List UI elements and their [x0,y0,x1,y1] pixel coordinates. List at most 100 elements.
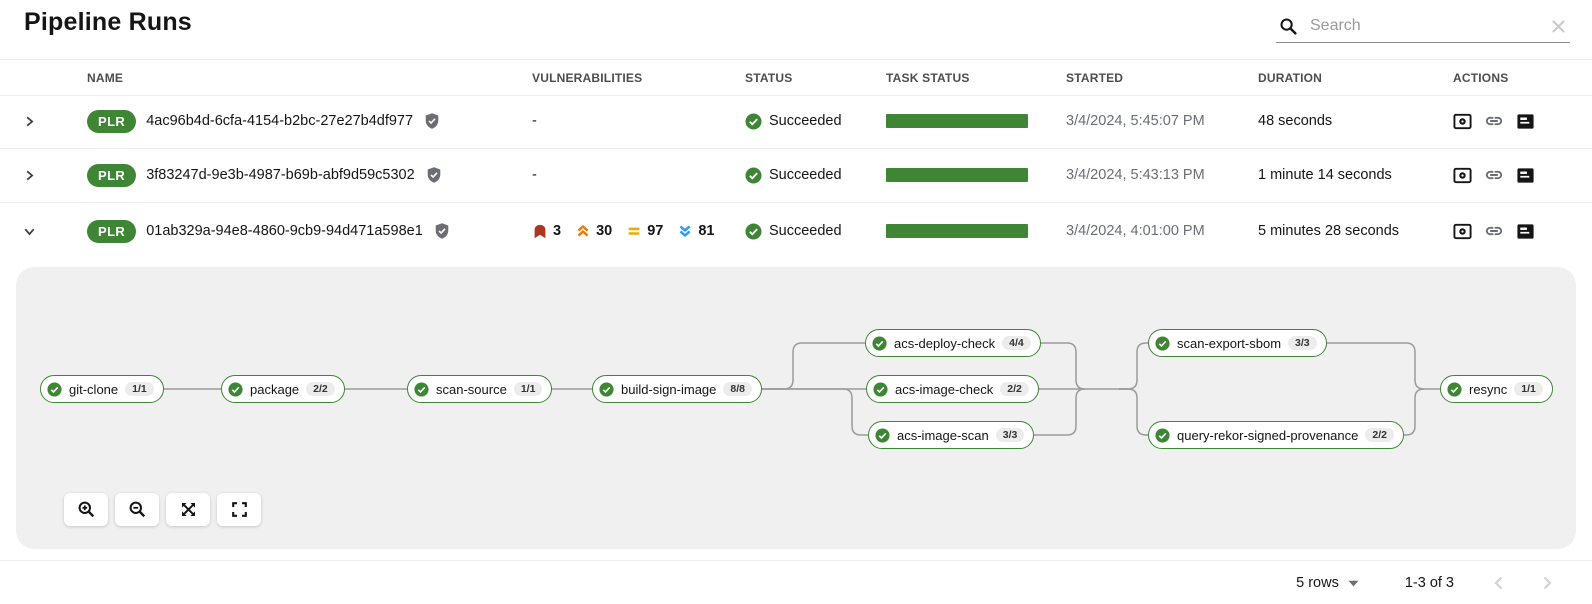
task-step-count: 1/1 [1514,381,1543,397]
collapse-row-button[interactable] [22,224,37,239]
view-logs-button[interactable] [1516,166,1535,185]
previous-page-button[interactable] [1488,572,1510,594]
fit-to-screen-button[interactable] [166,493,210,526]
duration-text: 1 minute 14 seconds [1258,167,1392,183]
status-text: Succeeded [769,167,842,183]
output-eye-icon [1453,167,1472,183]
task-success-icon [414,381,429,397]
task-success-icon [228,381,243,397]
column-header-duration: DURATION [1258,70,1323,85]
vulnerabilities-value: - [532,167,537,183]
plr-badge: PLR [87,163,137,187]
started-timestamp: 3/4/2024, 4:01:00 PM [1066,223,1205,239]
task-step-count: 2/2 [306,381,335,397]
task-success-icon [47,381,62,397]
graph-controls [64,493,261,526]
pipeline-visualization-panel: git-clone 1/1 package 2/2 scan-source 1/… [16,267,1576,549]
page-title: Pipeline Runs [24,8,192,36]
pipeline-run-name: 4ac96b4d-6cfa-4154-b2bc-27e27b4df977 [146,113,414,129]
chevron-right-icon [26,116,34,126]
link-button[interactable] [1484,165,1504,185]
expand-row-button[interactable] [22,114,37,129]
task-name: scan-export-sbom [1177,335,1282,351]
task-node-acs-image-scan[interactable]: acs-image-scan 3/3 [868,421,1035,449]
view-output-button[interactable] [1453,222,1472,241]
pagination [1488,572,1558,594]
chevron-right-icon [1543,576,1552,590]
task-name: acs-image-scan [897,427,989,443]
low-severity-icon [679,225,691,238]
task-name: git-clone [69,381,119,397]
task-name: resync [1469,381,1508,397]
logs-icon [1517,113,1534,129]
success-check-icon [745,223,762,239]
task-node-scan-source[interactable]: scan-source 1/1 [407,375,553,403]
expand-row-button[interactable] [22,168,37,183]
chevron-down-icon [24,228,35,236]
plr-badge: PLR [87,219,137,243]
task-step-count: 2/2 [1365,427,1394,443]
link-button[interactable] [1484,221,1504,241]
column-header-vulnerabilities: VULNERABILITIES [532,70,643,85]
view-logs-button[interactable] [1516,222,1535,241]
view-logs-button[interactable] [1516,112,1535,131]
rows-per-page-value: 5 rows [1296,575,1339,591]
column-header-name: NAME [87,70,124,85]
logs-icon [1517,223,1534,239]
plr-badge: PLR [87,109,137,133]
medium-severity-icon [628,227,640,235]
status-text: Succeeded [769,223,842,239]
clear-search-button[interactable] [1550,18,1567,35]
zoom-in-button[interactable] [64,493,108,526]
table-row: PLR 01ab329a-94e8-4860-9cb9-94d471a598e1… [0,202,1592,260]
search-box [1276,10,1570,43]
zoom-out-button[interactable] [115,493,159,526]
pipeline-run-name: 3f83247d-9e3b-4987-b69b-abf9d59c5302 [146,167,415,183]
signed-shield-icon [427,167,440,183]
table-footer: 5 rows 1-3 of 3 [0,560,1592,604]
expand-arrows-icon [181,503,195,516]
page-range: 1-3 of 3 [1404,575,1454,591]
task-node-resync[interactable]: resync 1/1 [1440,375,1553,403]
close-icon [1552,19,1565,33]
task-success-icon [872,335,887,351]
task-node-query-rekor-signed-provenance[interactable]: query-rekor-signed-provenance 2/2 [1148,421,1404,449]
task-step-count: 8/8 [723,381,752,397]
task-node-acs-image-check[interactable]: acs-image-check 2/2 [866,375,1039,403]
high-severity-icon [577,224,589,237]
link-icon [1485,170,1503,180]
task-step-count: 1/1 [513,381,543,397]
task-node-build-sign-image[interactable]: build-sign-image 8/8 [592,375,762,403]
table-header: NAME VULNERABILITIES STATUS TASK STATUS … [0,59,1592,96]
task-status-bar [886,168,1028,182]
view-output-button[interactable] [1453,166,1472,185]
task-name: acs-image-check [895,381,994,397]
started-timestamp: 3/4/2024, 5:45:07 PM [1066,113,1205,129]
search-icon [1280,18,1297,35]
logs-icon [1517,167,1534,183]
medium-count: 97 [647,223,664,239]
task-name: query-rekor-signed-provenance [1177,427,1359,443]
low-count: 81 [698,223,715,239]
task-node-scan-export-sbom[interactable]: scan-export-sbom 3/3 [1148,329,1327,357]
reset-view-button[interactable] [217,493,261,526]
column-header-started: STARTED [1066,70,1124,85]
task-step-count: 3/3 [1288,335,1317,351]
link-button[interactable] [1484,111,1504,131]
chevron-right-icon [26,170,34,180]
task-status-bar [886,224,1028,238]
rows-per-page-select[interactable]: 5 rows [1296,575,1359,591]
vulnerabilities-value: - [532,113,537,129]
view-output-button[interactable] [1453,112,1472,131]
task-node-acs-deploy-check[interactable]: acs-deploy-check 4/4 [865,329,1041,357]
status-text: Succeeded [769,113,842,129]
search-input[interactable] [1308,16,1540,36]
task-node-package[interactable]: package 2/2 [221,375,345,403]
signed-shield-icon [425,113,439,129]
fullscreen-brackets-icon [231,502,247,517]
task-name: package [250,381,300,397]
task-node-git-clone[interactable]: git-clone 1/1 [40,375,164,403]
next-page-button[interactable] [1536,572,1558,594]
task-step-count: 2/2 [1000,381,1029,397]
task-step-count: 3/3 [995,427,1025,443]
